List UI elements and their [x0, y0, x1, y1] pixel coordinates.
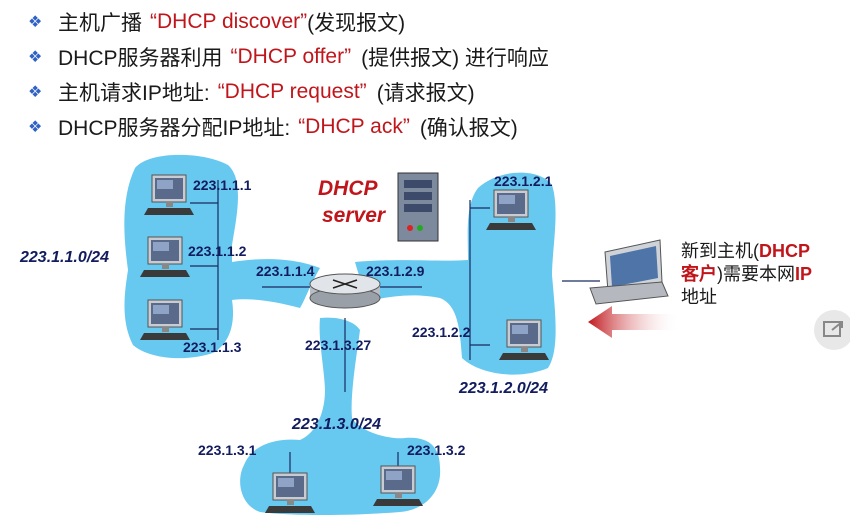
- host-label-223-1-1-2: 223.1.1.2: [188, 243, 247, 259]
- router-iface-223-1-1-4: 223.1.1.4: [256, 263, 315, 279]
- new-host-note: 新到主机(DHCP 客户)需要本网IP 地址: [681, 241, 813, 307]
- host-223-1-1-2-icon: [139, 236, 191, 278]
- diamond-bullet-icon: ❖: [28, 118, 43, 136]
- server-label-line2: server: [322, 204, 387, 227]
- router-icon: [309, 273, 381, 309]
- subnet-label-223-1-2-0: 223.1.2.0/24: [458, 380, 548, 397]
- exit-fullscreen-icon: [823, 321, 843, 337]
- router-iface-223-1-3-27: 223.1.3.27: [305, 337, 371, 353]
- host-label-223-1-1-3: 223.1.1.3: [183, 339, 242, 355]
- host-223-1-3-2-icon: [372, 465, 424, 507]
- bullet-ack: ❖ DHCP服务器分配IP地址: “DHCP ack” (确认报文): [28, 114, 518, 140]
- diamond-bullet-icon: ❖: [28, 48, 43, 66]
- network-links: [190, 180, 600, 480]
- host-223-1-3-1-icon: [264, 472, 316, 514]
- host-label-223-1-3-1: 223.1.3.1: [198, 442, 257, 458]
- host-label-223-1-3-2: 223.1.3.2: [407, 442, 466, 458]
- host-223-1-1-1-icon: [143, 174, 195, 216]
- arrow-icon: [588, 306, 680, 338]
- host-223-1-1-3-icon: [139, 299, 191, 341]
- host-label-223-1-2-2: 223.1.2.2: [412, 324, 471, 340]
- host-label-223-1-2-1: 223.1.2.1: [494, 173, 553, 189]
- bullet-list: ❖ 主机广播 “DHCP discover” (发现报文) ❖ DHCP服务器利…: [28, 4, 549, 144]
- diamond-bullet-icon: ❖: [28, 13, 43, 31]
- host-label-223-1-1-1: 223.1.1.1: [193, 177, 252, 193]
- bullet-discover: ❖ 主机广播 “DHCP discover” (发现报文): [28, 9, 406, 35]
- laptop-icon: [589, 239, 669, 305]
- side-control-button[interactable]: [814, 310, 850, 350]
- bullet-request: ❖ 主机请求IP地址: “DHCP request” (请求报文): [28, 79, 475, 105]
- router-iface-223-1-2-9: 223.1.2.9: [366, 263, 425, 279]
- host-223-1-2-1-icon: [485, 189, 537, 231]
- server-label-line1: DHCP: [318, 177, 378, 200]
- host-223-1-2-2-icon: [498, 319, 550, 361]
- server-icon: [397, 172, 439, 242]
- bullet-offer: ❖ DHCP服务器利用 “DHCP offer” (提供报文) 进行响应: [28, 44, 549, 70]
- diamond-bullet-icon: ❖: [28, 83, 43, 101]
- subnet-label-223-1-1-0: 223.1.1.0/24: [19, 249, 109, 266]
- subnet-label-223-1-3-0: 223.1.3.0/24: [291, 416, 381, 433]
